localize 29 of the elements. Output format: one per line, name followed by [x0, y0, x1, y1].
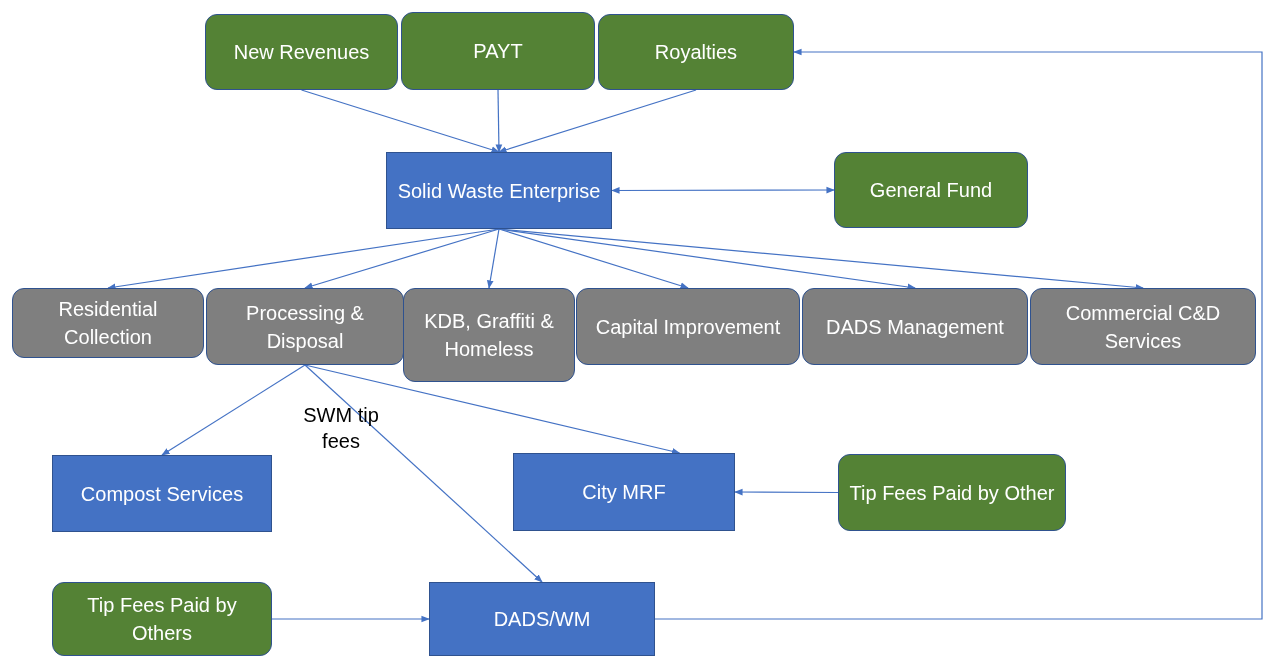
arrow: [495, 89, 503, 153]
arrow: [304, 364, 681, 455]
funding-box: Tip Fees Paid by Others: [52, 582, 272, 656]
program-box: Processing & Disposal: [206, 288, 404, 365]
facility-box: Compost Services: [52, 455, 272, 532]
funding-box: PAYT: [401, 12, 595, 90]
program-box: DADS Management: [802, 288, 1028, 365]
arrow: [300, 89, 500, 153]
program-box: Commercial C&D Services: [1030, 288, 1256, 365]
facility-box: City MRF: [513, 453, 735, 531]
arrow: [304, 364, 543, 583]
funding-box: Tip Fees Paid by Other: [838, 454, 1066, 531]
arrow: [271, 615, 430, 623]
arrow: [734, 488, 839, 496]
arrow: [654, 48, 1263, 620]
program-box: Residential Collection: [12, 288, 204, 358]
arrow: [498, 89, 697, 153]
program-box: Capital Improvement: [576, 288, 800, 365]
edge-label: SWM tip fees: [302, 403, 380, 454]
arrow: [161, 364, 306, 456]
funding-box: New Revenues: [205, 14, 398, 90]
facility-box: Solid Waste Enterprise: [386, 152, 612, 229]
arrow: [486, 228, 500, 289]
funding-box: Royalties: [598, 14, 794, 90]
funding-box: General Fund: [834, 152, 1028, 228]
program-box: KDB, Graffiti & Homeless: [403, 288, 575, 382]
arrow: [611, 186, 835, 194]
facility-box: DADS/WM: [429, 582, 655, 656]
arrow: [304, 228, 500, 289]
